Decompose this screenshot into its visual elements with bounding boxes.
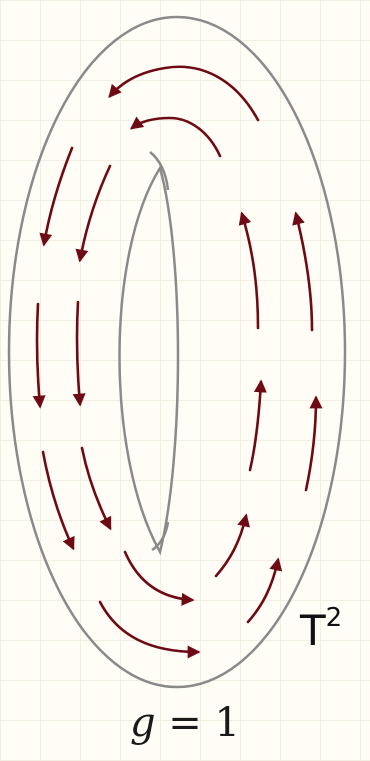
flow-arrow-right-inner-1: [216, 516, 246, 576]
flow-arrow-left-inner-3: [82, 448, 110, 528]
flow-arrow-left-inner-2: [77, 302, 80, 404]
flow-arrow-top-outer: [110, 67, 258, 120]
genus-variable: g: [130, 700, 156, 746]
flow-arrow-top-inner: [132, 118, 220, 156]
surface-label-exponent: 2: [326, 603, 343, 633]
flow-arrow-left-outer-2: [37, 304, 40, 406]
genus-caption: g = 1: [0, 700, 370, 746]
flow-arrow-left-outer-3: [43, 452, 73, 548]
surface-label-base: T: [300, 606, 326, 655]
flow-arrow-bottom-outer: [100, 602, 198, 652]
torus-hole-outline: [120, 168, 179, 552]
flow-arrow-right-outer-2: [306, 398, 316, 490]
genus-equals-value: = 1: [156, 700, 240, 746]
flow-arrow-bottom-inner: [125, 552, 192, 600]
flow-arrows: [37, 67, 316, 652]
surface-label-t2: T2: [300, 606, 342, 655]
flow-arrow-right-inner-3: [242, 214, 258, 328]
flow-arrow-left-outer-1: [44, 148, 72, 244]
flow-arrow-right-outer-1: [248, 560, 278, 622]
flow-arrow-left-inner-1: [80, 166, 110, 260]
flow-arrow-right-outer-3: [296, 214, 312, 330]
flow-arrow-right-inner-2: [250, 382, 261, 470]
